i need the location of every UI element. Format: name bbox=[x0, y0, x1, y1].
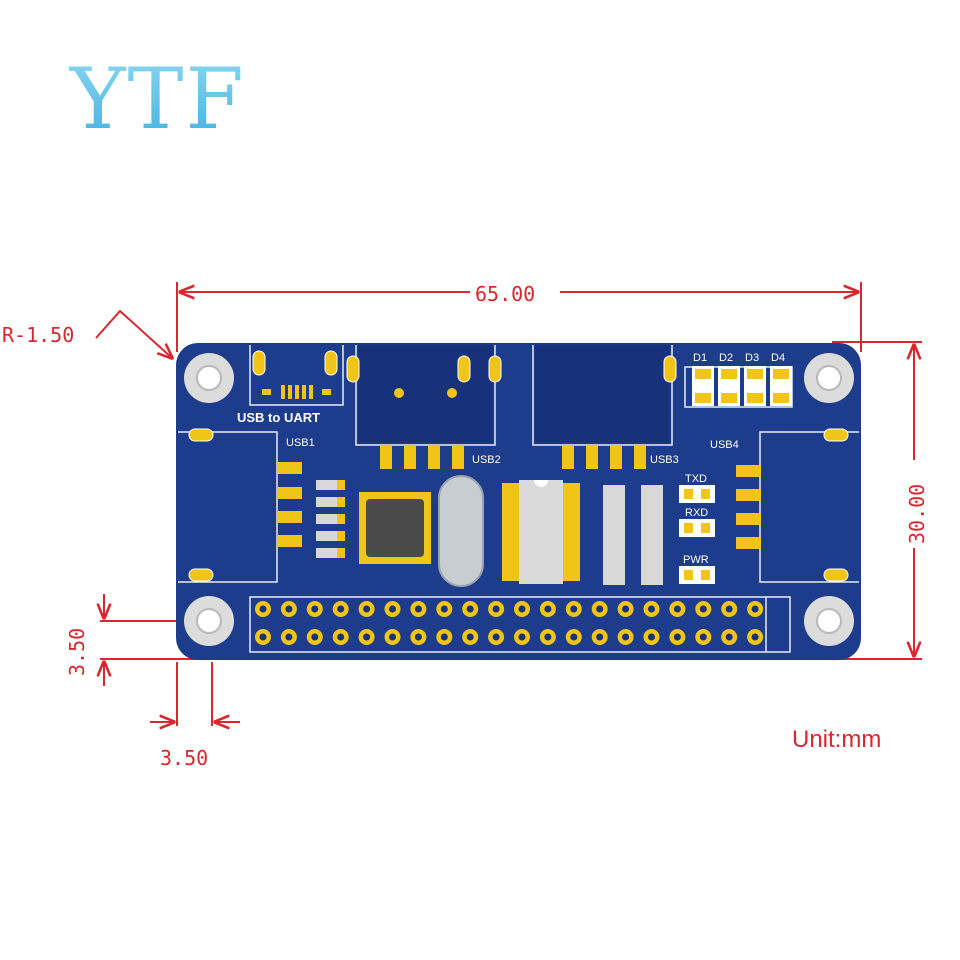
d2-label: D2 bbox=[719, 352, 733, 364]
header-pin-hole bbox=[259, 605, 267, 613]
gpio-header bbox=[255, 601, 764, 645]
port-leds bbox=[692, 366, 792, 406]
status-leds bbox=[679, 485, 715, 584]
header-pin-hole bbox=[492, 605, 500, 613]
uart-chip bbox=[502, 480, 580, 584]
header-pin-hole bbox=[648, 605, 655, 613]
header-pin-hole bbox=[466, 633, 474, 641]
header-pin-hole bbox=[518, 605, 526, 613]
passive-components-right bbox=[603, 485, 663, 585]
header-pin-hole bbox=[363, 605, 371, 613]
mounting-hole-bottom-right bbox=[804, 596, 854, 646]
pcb-board: USB to UART USB1 USB2 USB3 USB4 TXD RXD … bbox=[176, 343, 861, 660]
header-pin-hole bbox=[725, 605, 733, 613]
usb3-label: USB3 bbox=[650, 454, 679, 466]
header-pin-hole bbox=[259, 633, 267, 641]
slot-pads bbox=[188, 350, 849, 582]
dimension-annotations bbox=[95, 282, 922, 726]
header-pin-hole bbox=[337, 605, 345, 613]
header-pin-hole bbox=[363, 633, 371, 641]
header-pin-hole bbox=[285, 605, 293, 613]
pwr-label: PWR bbox=[683, 554, 709, 566]
micro-usb-pads bbox=[262, 385, 331, 399]
header-pin-hole bbox=[389, 605, 396, 613]
header-pin-hole bbox=[648, 633, 655, 641]
width-dimension-label: 65.00 bbox=[475, 282, 535, 306]
usb-hub-chip bbox=[359, 492, 431, 564]
header-pin-hole bbox=[440, 633, 448, 641]
unit-label: Unit:mm bbox=[792, 726, 881, 753]
header-pin-hole bbox=[311, 605, 319, 613]
header-pin-hole bbox=[570, 605, 578, 613]
header-pin-hole bbox=[544, 605, 552, 613]
header-pin-hole bbox=[596, 633, 604, 641]
via-holes bbox=[394, 388, 457, 398]
header-pin-hole bbox=[518, 633, 526, 641]
mounting-hole-top-left bbox=[184, 353, 234, 403]
usb4-label: USB4 bbox=[710, 439, 739, 451]
header-pin-hole bbox=[596, 605, 604, 613]
d3-label: D3 bbox=[745, 352, 759, 364]
mounting-hole-top-right bbox=[804, 353, 854, 403]
hole-offset-vertical-label: 3.50 bbox=[65, 628, 89, 676]
usb1-label: USB1 bbox=[286, 437, 315, 449]
header-pin-hole bbox=[673, 633, 681, 641]
rxd-label: RXD bbox=[685, 507, 708, 519]
corner-radius-label: R-1.50 bbox=[2, 323, 74, 347]
header-pin-hole bbox=[699, 605, 707, 613]
header-pin-hole bbox=[751, 633, 759, 641]
hole-offset-horizontal-label: 3.50 bbox=[160, 746, 208, 770]
header-pin-hole bbox=[311, 633, 319, 641]
mounting-holes bbox=[184, 353, 854, 646]
header-pin-hole bbox=[285, 633, 293, 641]
mounting-hole-bottom-left bbox=[184, 596, 234, 646]
header-pin-hole bbox=[337, 633, 345, 641]
txd-label: TXD bbox=[685, 473, 707, 485]
silkscreen-outlines bbox=[178, 345, 859, 653]
header-pin-hole bbox=[570, 633, 578, 641]
header-pin-hole bbox=[622, 633, 630, 641]
usb2-label: USB2 bbox=[472, 454, 501, 466]
watermark-logo: YTF bbox=[69, 50, 246, 148]
usb2-connector-area bbox=[358, 345, 493, 443]
header-pin-hole bbox=[544, 633, 552, 641]
header-pin-hole bbox=[466, 605, 474, 613]
crystal-oscillator bbox=[438, 475, 484, 587]
usb-connector-pads bbox=[277, 445, 761, 549]
header-pin-hole bbox=[389, 633, 396, 641]
d4-label: D4 bbox=[771, 352, 785, 364]
header-pin-hole bbox=[492, 633, 500, 641]
usb-to-uart-label: USB to UART bbox=[237, 410, 320, 425]
height-dimension-label: 30.00 bbox=[905, 484, 929, 544]
header-pin-hole bbox=[414, 633, 422, 641]
header-pin-hole bbox=[414, 605, 422, 613]
header-pin-hole bbox=[725, 633, 733, 641]
header-pin-hole bbox=[699, 633, 707, 641]
d1-label: D1 bbox=[693, 352, 707, 364]
passive-components-left bbox=[316, 480, 345, 558]
usb3-connector-area bbox=[535, 345, 670, 443]
header-pin-hole bbox=[622, 605, 630, 613]
header-pin-hole bbox=[440, 605, 448, 613]
header-pin-hole bbox=[751, 605, 759, 613]
header-pin-hole bbox=[673, 605, 681, 613]
